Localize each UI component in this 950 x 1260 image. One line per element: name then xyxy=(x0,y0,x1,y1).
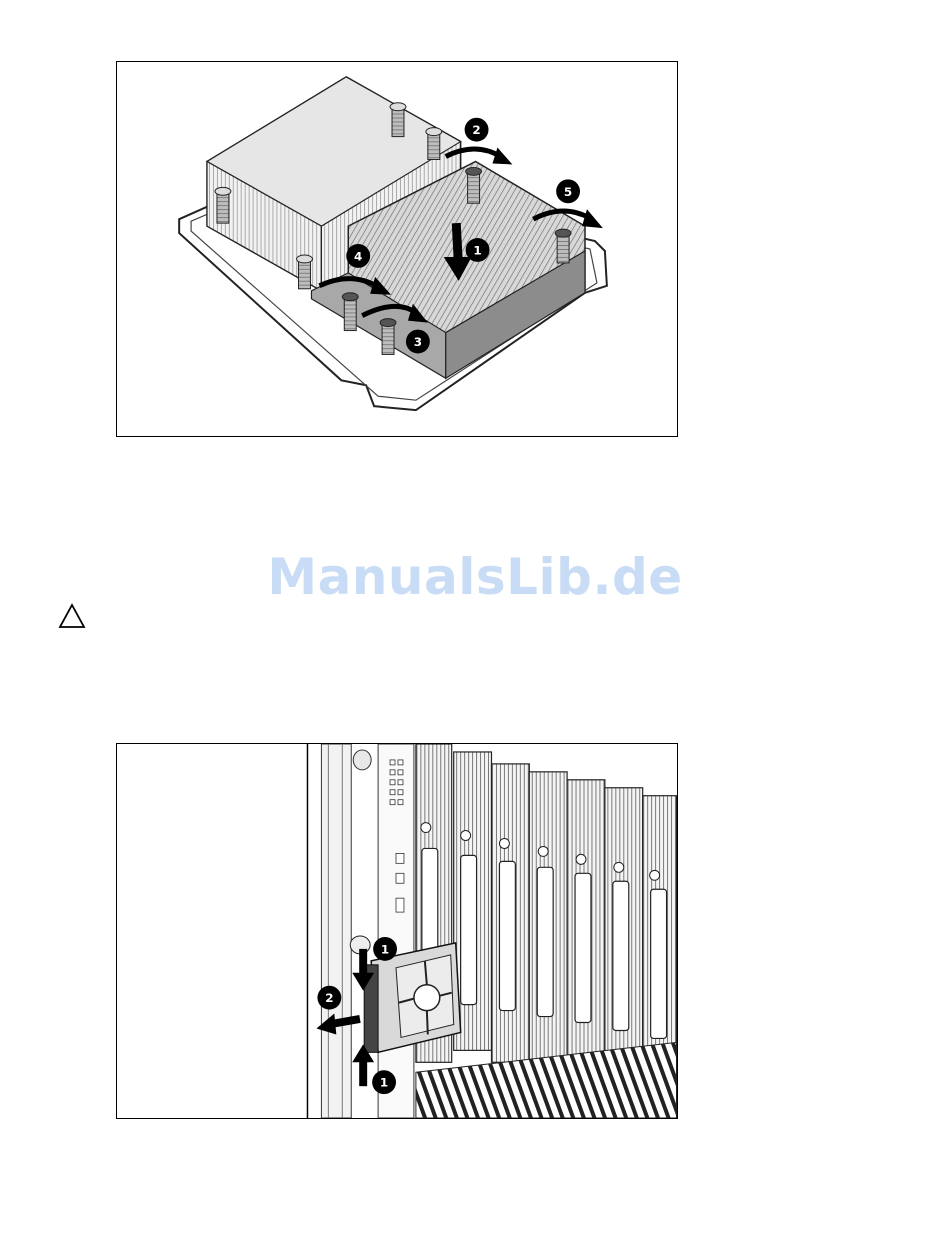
callout-1: 1 xyxy=(466,238,490,262)
callout-1-bottom: 1 xyxy=(372,1070,396,1094)
callout-2: 2 xyxy=(465,118,489,142)
callout-4: 4 xyxy=(346,244,370,268)
svg-text:3: 3 xyxy=(414,335,422,349)
callout-5: 5 xyxy=(556,179,580,203)
callout-1-top: 1 xyxy=(373,937,397,961)
svg-text:2: 2 xyxy=(325,991,333,1005)
svg-text:1: 1 xyxy=(380,1076,388,1090)
callout-2: 2 xyxy=(317,986,341,1010)
svg-text:4: 4 xyxy=(354,249,362,263)
callout-3: 3 xyxy=(406,330,430,354)
svg-text:2: 2 xyxy=(472,123,480,137)
heatsink-install-figure: 1 2 3 4 5 xyxy=(116,61,678,437)
watermark: ManualsLib.de xyxy=(0,548,950,606)
svg-text:1: 1 xyxy=(381,942,389,956)
svg-text:1: 1 xyxy=(473,243,481,257)
blade-blank-removal-figure: 1 2 1 xyxy=(116,743,678,1119)
caution-triangle-icon xyxy=(58,603,86,629)
svg-text:5: 5 xyxy=(564,185,572,199)
